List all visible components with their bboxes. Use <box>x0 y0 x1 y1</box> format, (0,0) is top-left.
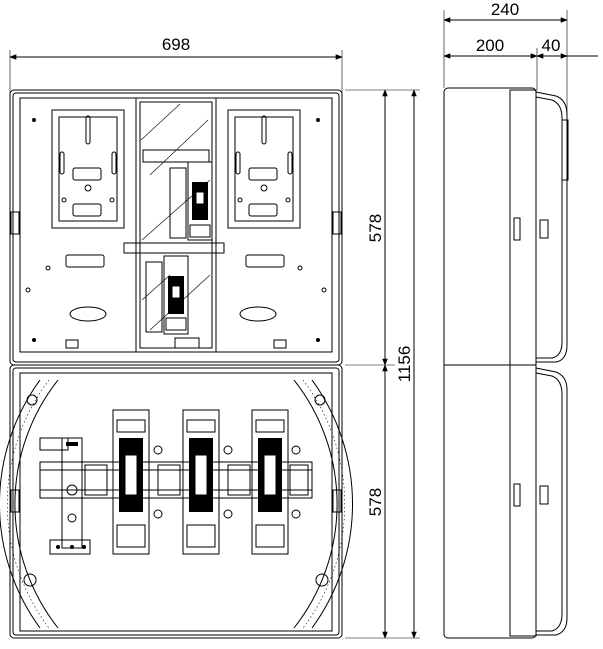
dim-label-body-depth: 200 <box>476 36 504 55</box>
dim-label-total-height: 1156 <box>395 346 414 383</box>
terminal-block <box>39 437 91 555</box>
dimension-upper-height: 578 <box>345 89 420 366</box>
lower-cabinet <box>0 364 354 639</box>
cable-ring <box>0 379 354 629</box>
dimension-front-width: 698 <box>9 35 343 92</box>
lower-screws <box>23 394 329 587</box>
dim-label-lower-height: 578 <box>366 488 385 516</box>
dimension-body-depth: 200 <box>443 36 538 90</box>
dim-label-upper-height: 578 <box>366 214 385 242</box>
dimension-total-height: 1156 <box>395 89 417 639</box>
dimension-total-depth: 240 <box>443 0 568 140</box>
central-window <box>123 97 225 353</box>
upper-fuse-holder-2 <box>145 255 189 335</box>
fuse-holder-3 <box>251 409 289 555</box>
dimension-lower-height: 578 <box>345 364 420 639</box>
dimension-lid-depth: 40 <box>536 36 598 59</box>
dim-label-total-depth: 240 <box>491 0 519 19</box>
fuse-holder-2 <box>182 409 220 555</box>
upper-screws <box>25 118 327 342</box>
upper-cabinet <box>9 89 343 366</box>
side-view <box>443 87 569 639</box>
upper-fuse-holder-1 <box>169 161 213 241</box>
fuse-holder-1 <box>112 409 150 555</box>
meter-plate-right <box>227 109 301 229</box>
dim-label-lid-depth: 40 <box>542 36 561 55</box>
dim-label-front-width: 698 <box>162 35 190 54</box>
meter-plate-left <box>51 109 125 229</box>
